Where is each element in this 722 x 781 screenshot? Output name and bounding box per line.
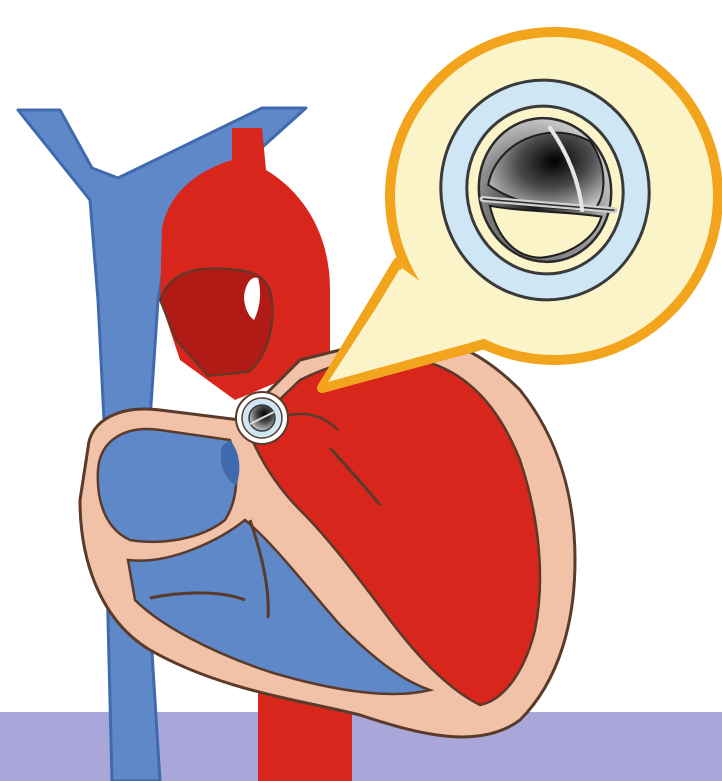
implanted-valve-icon <box>236 392 288 444</box>
floor-band <box>0 712 722 781</box>
right-atrium <box>98 429 237 542</box>
